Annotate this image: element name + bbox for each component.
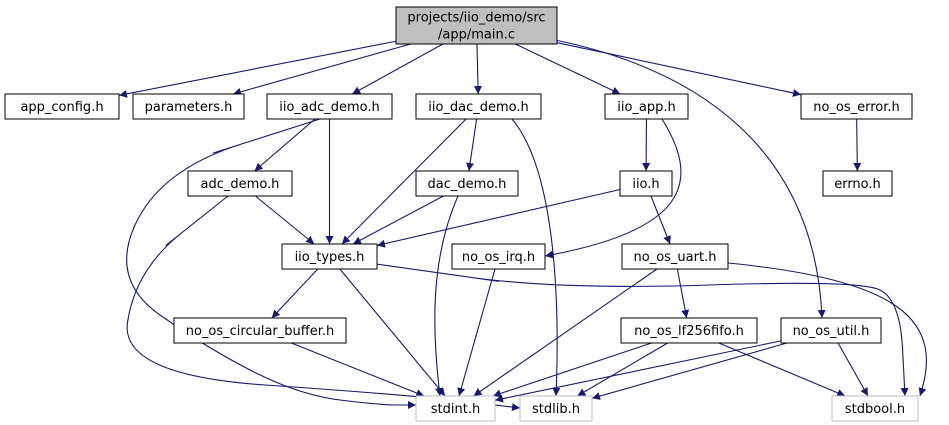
node-no-os-lf256fifo[interactable]: no_os_lf256fifo.h <box>620 317 758 344</box>
node-label: iio_dac_demo.h <box>428 100 529 115</box>
node-label: no_os_uart.h <box>634 250 717 265</box>
edge-no-os-error-to-errno <box>853 118 862 172</box>
edge-no-os-lf256fifo-to-stdlib <box>577 342 668 397</box>
edge-no-os-uart-to-no-os-lf256fifo <box>676 268 690 319</box>
node-label: no_os_irq.h <box>462 250 535 265</box>
node-iio-adc-demo[interactable]: iio_adc_demo.h <box>266 93 393 120</box>
node-box <box>780 317 882 344</box>
edge-main-to-iio-dac-demo <box>473 43 482 95</box>
node-label: app_config.h <box>20 100 103 115</box>
node-label: no_os_lf256fifo.h <box>634 324 744 339</box>
node-main[interactable]: projects/iio_demo/src/app/main.c <box>395 6 558 45</box>
edge-dac-demo-to-stdint <box>434 195 459 397</box>
node-iio-dac-demo[interactable]: iio_dac_demo.h <box>415 93 542 120</box>
node-box <box>187 170 293 197</box>
node-no-os-irq[interactable]: no_os_irq.h <box>451 243 546 270</box>
edge-adc-demo-to-stdlib <box>126 195 521 412</box>
edge-iio-to-iio-types <box>376 188 621 248</box>
node-box <box>395 6 558 45</box>
edge-no-os-lf256fifo-to-stdint <box>492 342 652 398</box>
node-box <box>281 243 378 270</box>
edges-layer <box>118 39 927 412</box>
node-no-os-error[interactable]: no_os_error.h <box>800 93 913 120</box>
node-iio[interactable]: iio.h <box>619 170 673 197</box>
edge-no-os-lf256fifo-to-stdbool <box>718 342 846 397</box>
edge-main-to-parameters <box>232 43 411 96</box>
edge-adc-demo-to-iio-types <box>254 195 315 245</box>
node-box <box>451 243 546 270</box>
node-no-os-uart[interactable]: no_os_uart.h <box>621 243 729 270</box>
node-errno[interactable]: errno.h <box>822 170 893 197</box>
edge-iio-to-no-os-uart <box>650 195 671 245</box>
node-box <box>831 395 919 422</box>
node-iio-types[interactable]: iio_types.h <box>281 243 378 270</box>
node-label: iio_types.h <box>295 250 365 265</box>
edge-main-to-iio-adc-demo <box>351 43 444 95</box>
node-box <box>621 243 729 270</box>
node-label: adc_demo.h <box>201 177 280 192</box>
node-label: no_os_error.h <box>813 100 900 115</box>
edge-iio-adc-demo-to-adc-demo <box>254 118 316 172</box>
node-label: stdlib.h <box>532 402 580 417</box>
node-box <box>519 395 593 422</box>
node-label: iio_app.h <box>617 100 676 115</box>
edge-main-to-no-os-error <box>556 42 802 97</box>
node-box <box>266 93 393 120</box>
node-no-os-circular-buffer[interactable]: no_os_circular_buffer.h <box>173 317 347 344</box>
edge-iio-types-to-stdint <box>339 268 446 397</box>
node-dac-demo[interactable]: dac_demo.h <box>415 170 519 197</box>
node-app-config[interactable]: app_config.h <box>4 93 120 120</box>
node-label: dac_demo.h <box>428 177 507 192</box>
node-parameters[interactable]: parameters.h <box>132 93 245 120</box>
node-box <box>800 93 913 120</box>
node-box <box>415 93 542 120</box>
node-stdlib: stdlib.h <box>519 395 593 422</box>
node-box <box>822 170 893 197</box>
node-box <box>4 93 120 120</box>
node-label: parameters.h <box>145 100 233 115</box>
edge-iio-adc-demo-to-stdint <box>126 118 416 409</box>
edge-no-os-uart-to-stdbool <box>727 262 927 397</box>
edge-main-to-app-config <box>118 40 397 98</box>
node-box <box>604 93 689 120</box>
node-iio-app[interactable]: iio_app.h <box>604 93 689 120</box>
edge-no-os-circular-buffer-to-stdint <box>291 342 425 397</box>
edge-main-to-iio-app <box>515 43 621 95</box>
node-label: projects/iio_demo/src <box>407 11 545 26</box>
node-label: iio_adc_demo.h <box>279 100 380 115</box>
edge-iio-types-to-stdbool <box>375 263 909 397</box>
edge-iio-dac-demo-to-iio-types <box>341 118 467 245</box>
node-stdbool: stdbool.h <box>831 395 919 422</box>
node-label: stdint.h <box>431 402 480 417</box>
edge-no-os-util-to-stdlib <box>591 342 788 400</box>
node-box <box>415 170 519 197</box>
node-box <box>173 317 347 344</box>
node-adc-demo[interactable]: adc_demo.h <box>187 170 293 197</box>
node-box <box>619 170 673 197</box>
node-label: no_os_circular_buffer.h <box>186 324 335 339</box>
node-no-os-util[interactable]: no_os_util.h <box>780 317 882 344</box>
edge-iio-dac-demo-to-dac-demo <box>466 118 478 172</box>
edge-no-os-util-to-stdbool <box>837 342 869 397</box>
edge-iio-dac-demo-to-stdlib <box>511 118 561 397</box>
node-label: errno.h <box>834 177 881 192</box>
edge-dac-demo-to-iio-types <box>352 195 444 245</box>
edge-iio-types-to-no-os-circular-buffer <box>271 268 319 319</box>
nodes-layer: projects/iio_demo/src/app/main.c app_conf… <box>4 6 919 422</box>
edge-main-to-no-os-util <box>554 39 826 319</box>
edge-iio-app-to-no-os-irq <box>544 118 682 259</box>
node-label: /app/main.c <box>438 28 515 43</box>
node-stdint: stdint.h <box>415 395 496 422</box>
edge-no-os-irq-to-stdint <box>457 268 496 397</box>
node-box <box>620 317 758 344</box>
node-box <box>415 395 496 422</box>
edge-no-os-util-to-stdint <box>494 340 782 403</box>
node-label: stdbool.h <box>845 402 905 417</box>
node-label: no_os_util.h <box>793 324 870 339</box>
edge-no-os-uart-to-stdint <box>473 268 658 397</box>
node-label: iio.h <box>632 177 659 192</box>
node-box <box>132 93 245 120</box>
